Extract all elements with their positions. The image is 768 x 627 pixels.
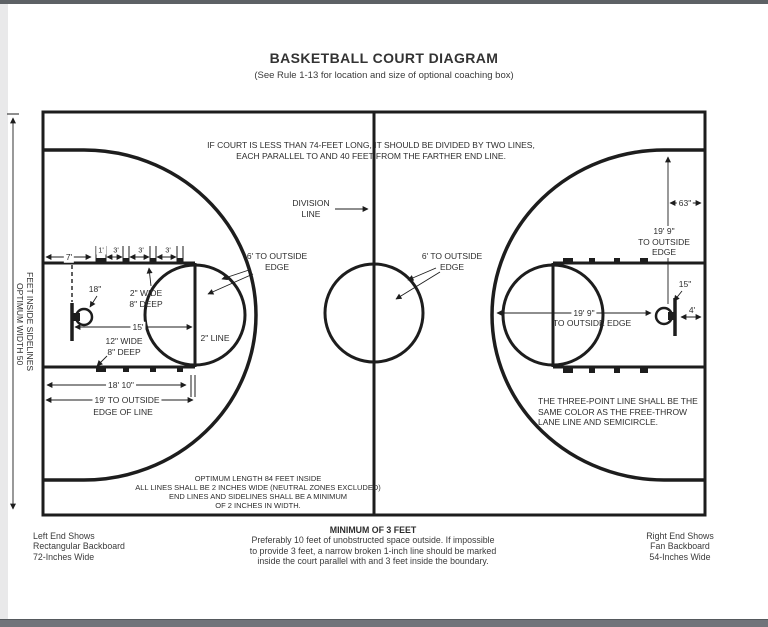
- dimension-lines: [10, 117, 702, 510]
- dim-19ft-label-line2: EDGE OF LINE: [93, 407, 153, 417]
- minimum-space-title: MINIMUM OF 3 FEET: [329, 525, 417, 535]
- page-title: BASKETBALL COURT DIAGRAM: [269, 50, 499, 66]
- page-subtitle: (See Rule 1-13 for location and size of …: [254, 70, 514, 81]
- dim-3ft-label-2: 3': [136, 245, 146, 255]
- dim-15in-backboard-label: 15": [678, 278, 692, 289]
- lower-block-size-label: 12" WIDE 8" DEEP: [105, 336, 143, 357]
- lane-space-blocks: [73, 258, 674, 373]
- dim-3ft-label-3: 3': [163, 245, 173, 255]
- left-three-point-line: [43, 148, 258, 482]
- top-note: IF COURT IS LESS THAN 74-FEET LONG, IT S…: [207, 140, 535, 161]
- dim-18ft10-label: 18' 10": [106, 379, 136, 391]
- center-circle: [323, 262, 425, 364]
- optimum-width-label-line1: OPTIMUM WIDTH 50: [15, 283, 25, 366]
- dim-19ft9-horizontal-label-line2: TO OUTSIDE EDGE: [552, 318, 632, 328]
- dim-6ft-left-leader-b: [221, 269, 250, 281]
- dim-19ft9-vertical-label: 19' 9" TO OUTSIDE EDGE: [636, 226, 692, 258]
- minimum-space-note: MINIMUM OF 3 FEET Preferably 10 feet of …: [249, 525, 497, 566]
- dim-7ft-label: 7': [63, 251, 75, 263]
- upper-block-size-label: 2" WIDE 8" DEEP: [129, 288, 163, 309]
- dim-19ft9-horizontal-label-line1: 19' 9": [571, 307, 597, 319]
- dim-6ft-left-leader-a: [207, 273, 254, 295]
- right-end-note: Right End Shows Fan Backboard 54-Inches …: [646, 531, 714, 562]
- dim-18in-leader: [89, 295, 98, 308]
- dim-4ft-label: 4': [688, 304, 696, 315]
- bottom-edge-bar: [0, 619, 768, 627]
- dim-18in-rim-label: 18": [88, 283, 102, 294]
- right-three-point-line: [490, 148, 705, 482]
- top-edge-bar: [0, 0, 768, 4]
- two-inch-line-label: 2" LINE: [200, 332, 230, 343]
- optimum-width-label-line2: FEET INSIDE SIDELINES: [25, 272, 35, 372]
- dim-63in-label: 63": [676, 197, 694, 209]
- division-line-label: DIVISION LINE: [292, 198, 330, 219]
- dim-12in-wide-leader: [96, 355, 108, 367]
- lane-dimension-ticks: [7, 113, 196, 397]
- three-point-color-note: THE THREE-POINT LINE SHALL BE THE SAME C…: [538, 396, 698, 427]
- dim-2in-wide-leader: [146, 267, 153, 287]
- right-rim-bracket: [668, 312, 674, 320]
- left-end-note: Left End Shows Rectangular Backboard 72-…: [33, 531, 125, 562]
- dim-19ft-label-line1: 19' TO OUTSIDE: [92, 394, 162, 406]
- dim-15in-leader: [673, 290, 683, 302]
- left-rim-bracket: [73, 313, 80, 321]
- left-edge-strip: [0, 4, 8, 620]
- dim-6ft-center-leader-b: [407, 267, 437, 281]
- six-foot-outside-edge-left-label: 6' TO OUTSIDE EDGE: [246, 251, 308, 272]
- dim-15ft-label: 15': [130, 321, 146, 333]
- dim-6ft-center-leader-a: [395, 271, 441, 300]
- dim-3ft-label-1: 3': [111, 245, 121, 255]
- six-foot-outside-edge-center-label: 6' TO OUTSIDE EDGE: [421, 251, 483, 272]
- dim-1ft-label: 1': [96, 245, 106, 255]
- optimum-length-note: OPTIMUM LENGTH 84 FEET INSIDE ALL LINES …: [135, 474, 381, 510]
